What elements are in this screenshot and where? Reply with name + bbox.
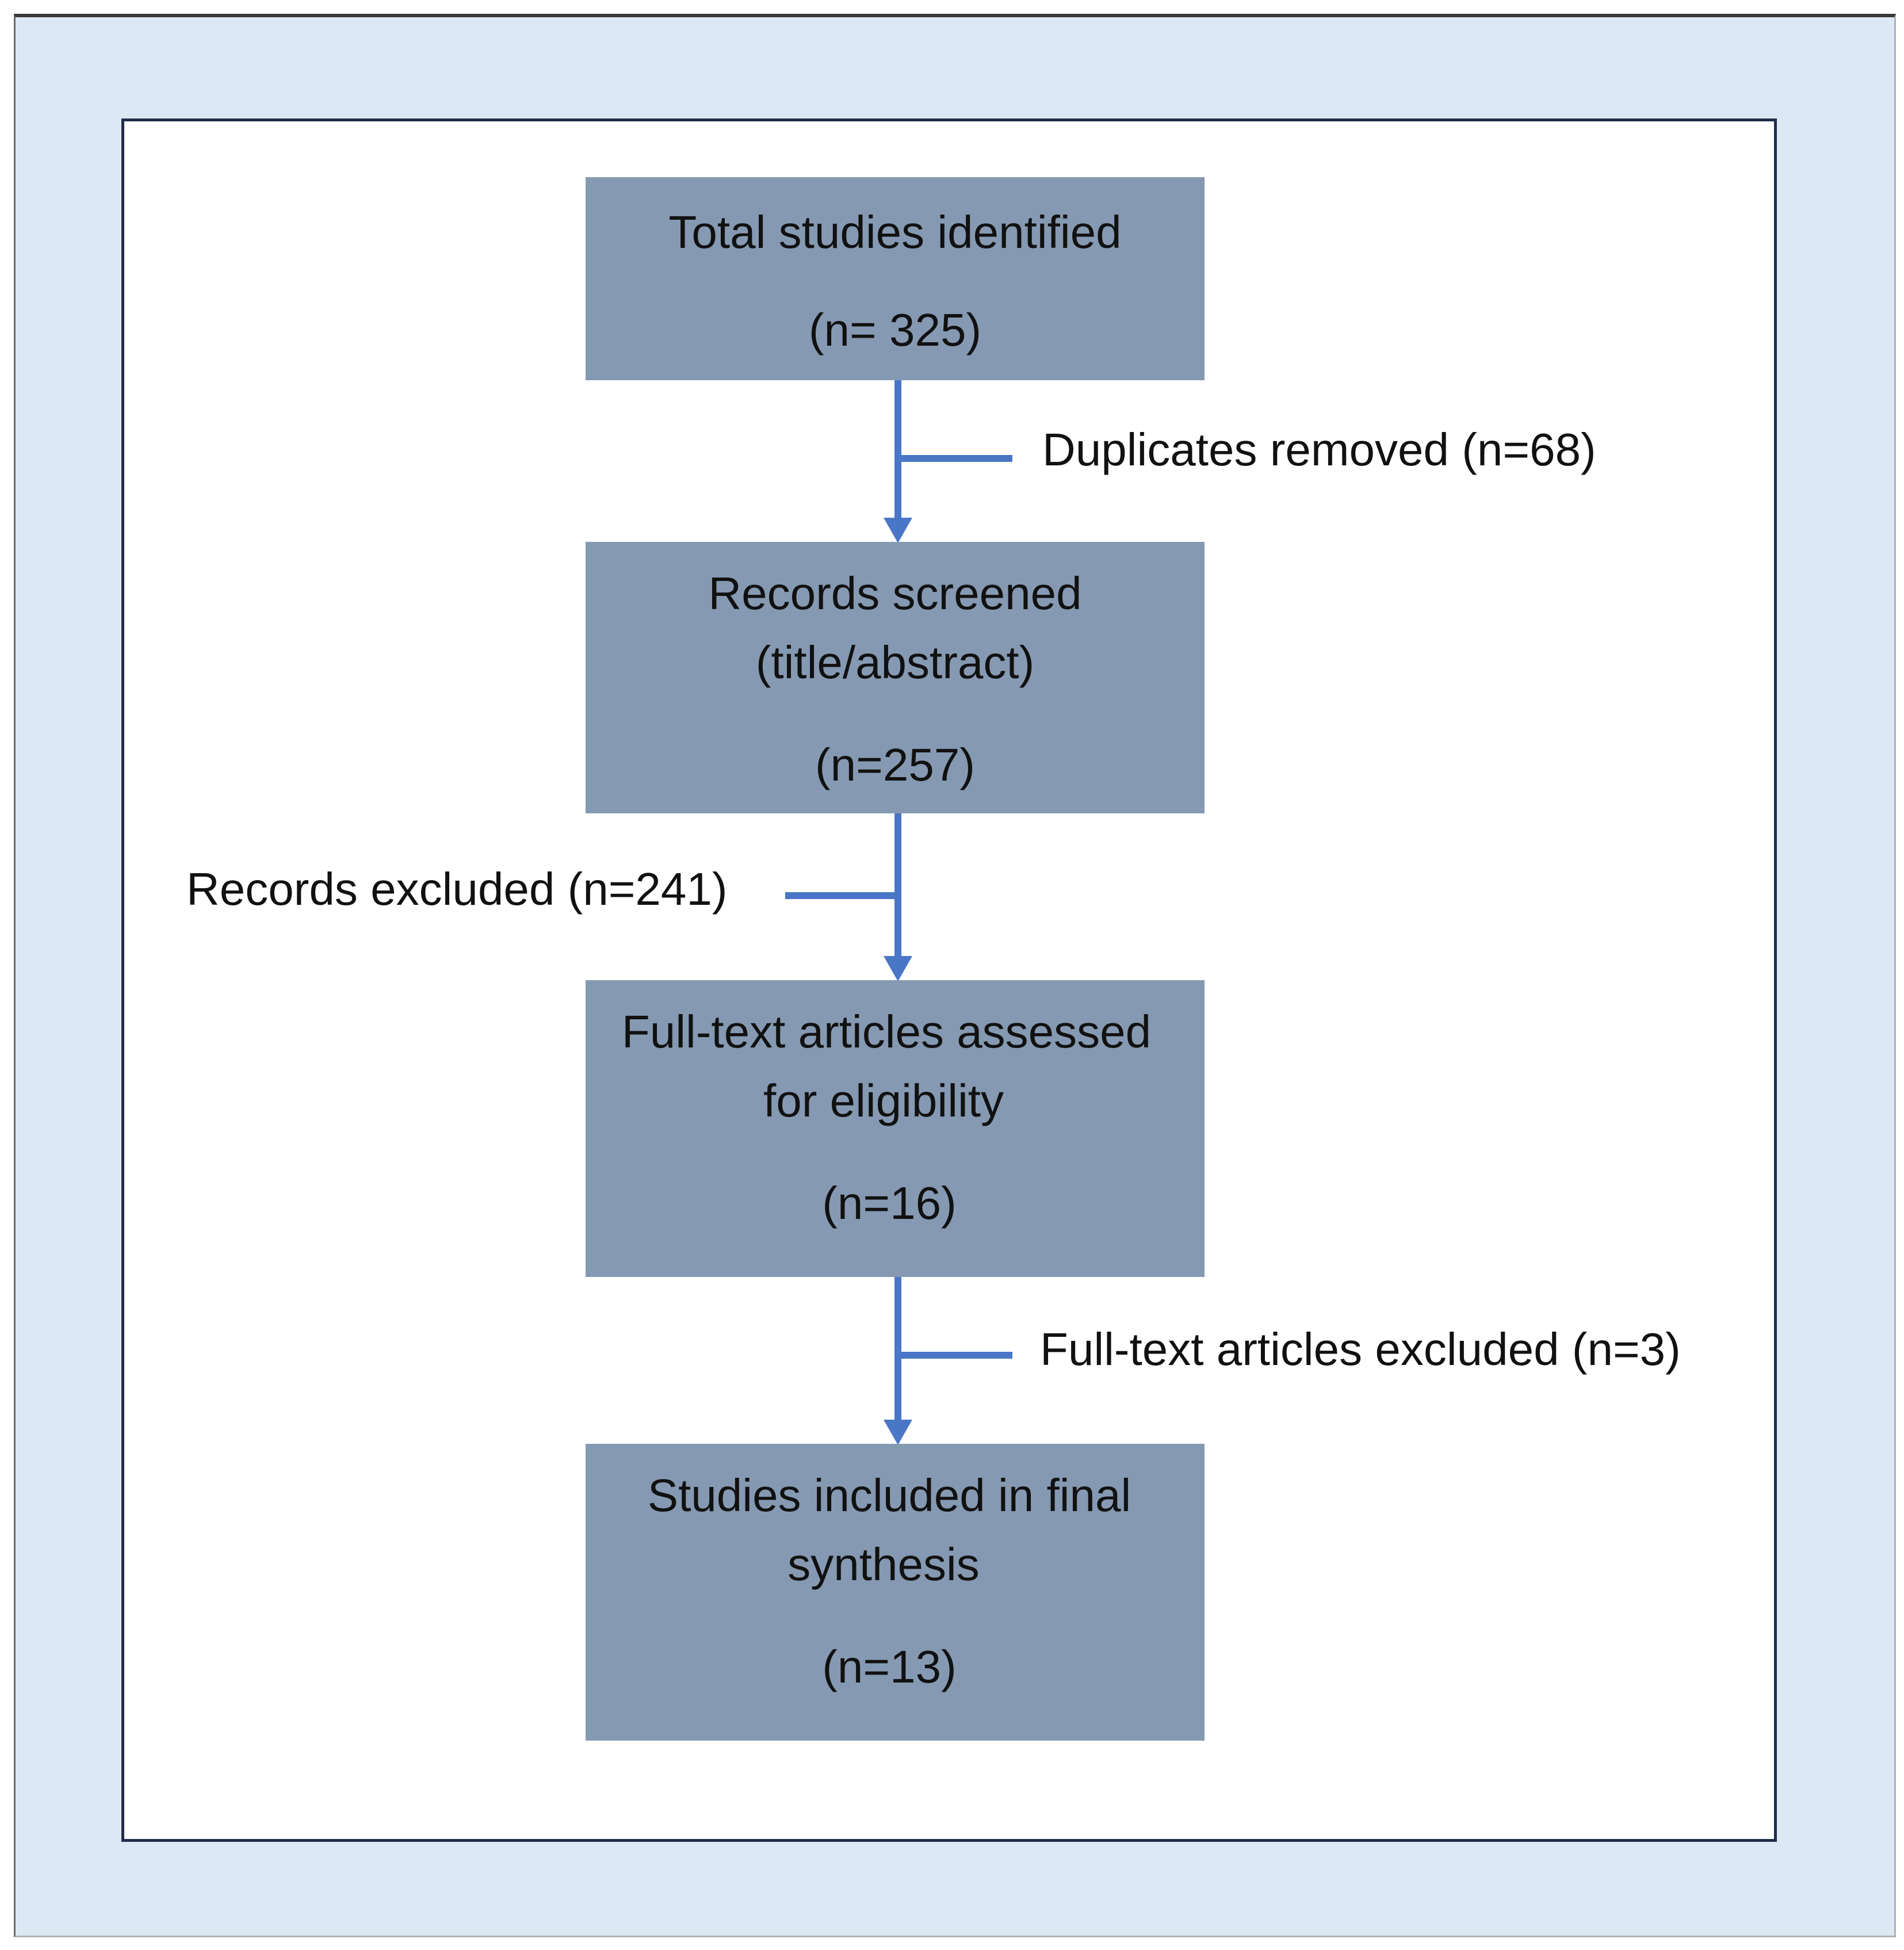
box-total-identified: Total studies identified (n= 325) [586, 177, 1205, 380]
box-count: (n= 325) [808, 304, 982, 355]
box-title-line2: (title/abstract) [755, 637, 1035, 688]
box-title-line2: synthesis [787, 1539, 980, 1590]
box-title-line1: Full-text articles assessed [621, 1006, 1152, 1057]
box-included-synthesis: Studies included in final synthesis (n=1… [586, 1444, 1205, 1741]
arrowhead-3 [884, 1420, 912, 1445]
arrowhead-1 [884, 518, 912, 543]
box-title: Total studies identified [668, 207, 1122, 258]
label-fulltext-excluded: Full-text articles excluded (n=3) [1040, 1324, 1681, 1375]
box-count: (n=13) [822, 1641, 957, 1692]
box-title-line1: Records screened [708, 568, 1082, 619]
box-title-line1: Studies included in final [647, 1470, 1131, 1521]
label-duplicates-removed: Duplicates removed (n=68) [1042, 424, 1596, 475]
box-count: (n=16) [822, 1177, 957, 1229]
box-fulltext-assessed: Full-text articles assessed for eligibil… [586, 980, 1205, 1277]
box-title-line2: for eligibility [763, 1075, 1004, 1126]
box-count: (n=257) [815, 739, 975, 790]
arrowhead-2 [884, 956, 912, 981]
label-records-excluded: Records excluded (n=241) [186, 863, 728, 915]
box-records-screened: Records screened (title/abstract) (n=257… [586, 542, 1205, 813]
